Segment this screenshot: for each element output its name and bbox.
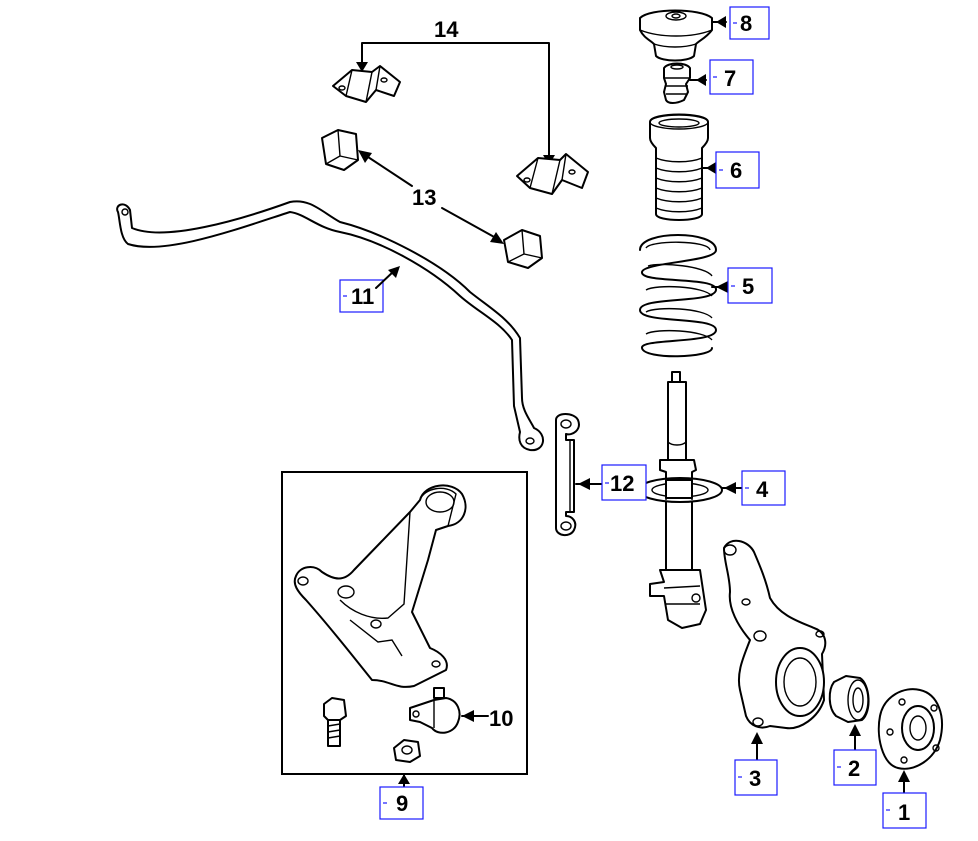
arrowhead <box>462 710 474 722</box>
arrowhead <box>358 150 372 163</box>
label-box-1 <box>882 792 927 829</box>
arrowhead <box>849 724 861 736</box>
label-5: 5 <box>742 274 754 299</box>
label-box-9 <box>379 786 424 820</box>
wheel-hub <box>877 688 943 770</box>
label-9: 9 <box>396 791 408 816</box>
stabilizer-bushing-upper <box>321 129 359 171</box>
arrowhead <box>898 770 910 782</box>
label-7: 7 <box>724 66 736 91</box>
bump-stop <box>663 62 691 104</box>
callout-6: 6 <box>701 151 760 189</box>
nut <box>393 739 421 763</box>
label-box-6 <box>715 151 760 189</box>
label-10: 10 <box>489 706 513 731</box>
stabilizer-bracket-lower <box>516 153 589 195</box>
callout-3: 3 <box>734 732 778 796</box>
stabilizer-bracket-upper <box>332 65 401 103</box>
label-box-5 <box>727 267 773 304</box>
callout-13: 13 <box>358 150 504 244</box>
label-box-4 <box>741 470 786 506</box>
callout-10: 10 <box>461 706 513 731</box>
label-3: 3 <box>749 766 761 791</box>
callout-13-leader-a <box>367 156 413 187</box>
ball-joint <box>409 687 461 734</box>
arrowhead <box>696 74 706 86</box>
callout-14-leader <box>361 42 550 156</box>
arrowhead <box>751 732 763 744</box>
label-8: 8 <box>740 11 752 36</box>
label-13: 13 <box>412 185 436 210</box>
arrowhead <box>716 281 728 293</box>
label-6: 6 <box>730 158 742 183</box>
lower-arm-group: 10 9 <box>281 471 528 820</box>
arrowhead <box>356 62 368 72</box>
strut-mount <box>639 9 713 62</box>
stabilizer-bushing-lower <box>503 229 543 269</box>
stabilizer-link <box>555 413 580 536</box>
lower-control-arm <box>293 484 467 688</box>
arrowhead <box>706 162 716 174</box>
label-box-11 <box>339 279 384 313</box>
callout-1: 1 <box>882 770 927 829</box>
arrowhead <box>398 774 410 784</box>
callout-12: 12 <box>575 464 647 501</box>
callout-13-leader-b <box>441 207 497 239</box>
callout-11: 11 <box>339 266 400 313</box>
label-1: 1 <box>898 800 910 825</box>
callout-11-leader <box>375 270 395 289</box>
label-box-7 <box>709 59 754 95</box>
dust-boot <box>649 113 709 221</box>
callout-5: 5 <box>711 267 773 304</box>
arrowhead <box>388 266 400 278</box>
steering-knuckle <box>723 539 827 730</box>
label-14: 14 <box>434 17 459 42</box>
callout-2: 2 <box>833 724 877 786</box>
label-4: 4 <box>756 477 769 502</box>
callout-8: 8 <box>711 6 770 40</box>
bolt <box>323 697 347 747</box>
arrowhead <box>716 16 726 28</box>
label-12: 12 <box>610 471 634 496</box>
callout-4: 4 <box>721 470 786 506</box>
label-11: 11 <box>351 284 374 309</box>
arrowhead <box>578 478 590 490</box>
strut-assembly <box>637 371 723 629</box>
callout-7: 7 <box>689 59 754 95</box>
callout-9: 9 <box>379 773 424 820</box>
stabilizer-bar <box>116 200 544 452</box>
arrowhead <box>724 482 736 494</box>
arrowhead <box>490 232 504 244</box>
label-box-8 <box>729 6 770 40</box>
wheel-bearing <box>828 675 870 723</box>
label-2: 2 <box>848 756 860 781</box>
label-box-12 <box>601 464 647 501</box>
coil-spring <box>639 234 717 358</box>
